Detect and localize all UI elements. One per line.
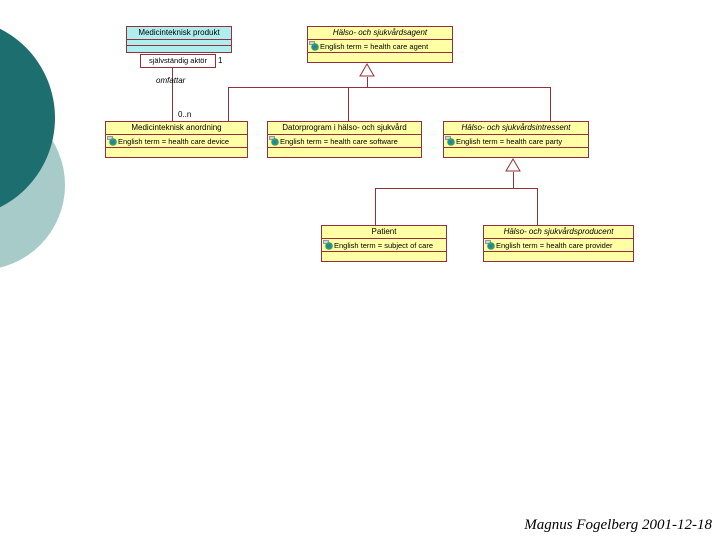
class-term-row: English term = health care party <box>444 135 588 148</box>
association-name-label: omfattar <box>156 76 186 85</box>
class-attributes-compartment <box>127 40 231 46</box>
generalization-line <box>375 188 376 225</box>
generalization-line <box>228 87 229 121</box>
generalization-line <box>348 87 349 121</box>
class-operations-compartment <box>268 148 421 157</box>
class-term-row: English term = health care device <box>106 135 247 148</box>
class-term-text: English term = subject of care <box>334 240 434 250</box>
globe-language-icon <box>445 136 455 146</box>
class-box-patient: Patient English term = subject of care <box>321 225 447 262</box>
class-term-row: English term = health care provider <box>484 239 633 252</box>
class-title: Hälso- och sjukvårdsintressent <box>444 122 588 135</box>
generalization-line <box>550 87 551 121</box>
generalization-line <box>367 77 368 87</box>
generalization-line <box>513 172 514 188</box>
class-title: Hälso- och sjukvårdsproducent <box>484 226 633 239</box>
class-box-halso-och-sjukvardsproducent: Hälso- och sjukvårdsproducent English te… <box>483 225 634 262</box>
class-title: Patient <box>322 226 446 239</box>
globe-language-icon <box>309 41 319 51</box>
class-term-text: English term = health care provider <box>496 240 613 250</box>
multiplicity-label-far: 0..n <box>178 110 192 119</box>
class-term-text: English term = health care party <box>456 136 563 146</box>
globe-language-icon <box>485 240 495 250</box>
inheritance-triangle-icon <box>359 63 375 77</box>
class-box-halso-och-sjukvardsintressent: Hälso- och sjukvårdsintressent English t… <box>443 121 589 158</box>
class-operations-compartment <box>106 148 247 157</box>
association-line <box>172 67 173 121</box>
class-term-row: English term = health care agent <box>308 40 452 53</box>
class-title: Hälso- och sjukvårdsagent <box>308 27 452 40</box>
class-box-halso-och-sjukvardsagent: Hälso- och sjukvårdsagent English term =… <box>307 26 453 63</box>
generalization-line <box>375 188 538 189</box>
class-operations-compartment <box>444 148 588 157</box>
class-operations-compartment <box>308 53 452 62</box>
class-operations-compartment <box>322 252 446 261</box>
class-term-text: English term = health care agent <box>320 41 429 51</box>
class-operations-compartment <box>484 252 633 261</box>
class-box-medicinteknisk-anordning: Medicinteknisk anordning English term = … <box>105 121 248 158</box>
globe-language-icon <box>107 136 117 146</box>
globe-language-icon <box>323 240 333 250</box>
class-box-datorprogram: Datorprogram i hälso- och sjukvård Engli… <box>267 121 422 158</box>
class-title: Datorprogram i hälso- och sjukvård <box>268 122 421 135</box>
class-box-medicinteknisk-produkt: Medicinteknisk produkt <box>126 26 232 53</box>
generalization-line <box>537 188 538 225</box>
class-term-text: English term = health care device <box>118 136 230 146</box>
inheritance-triangle-icon <box>505 158 521 172</box>
multiplicity-label-near: 1 <box>218 56 223 65</box>
association-role-box: självständig aktör <box>140 54 216 68</box>
slide-author-date: Magnus Fogelberg 2001-12-18 <box>524 517 712 533</box>
class-term-row: English term = health care software <box>268 135 421 148</box>
generalization-line <box>228 87 551 88</box>
globe-language-icon <box>269 136 279 146</box>
class-title: Medicinteknisk produkt <box>127 27 231 40</box>
class-term-row: English term = subject of care <box>322 239 446 252</box>
class-title: Medicinteknisk anordning <box>106 122 247 135</box>
class-operations-compartment <box>127 46 231 52</box>
class-term-text: English term = health care software <box>280 136 398 146</box>
